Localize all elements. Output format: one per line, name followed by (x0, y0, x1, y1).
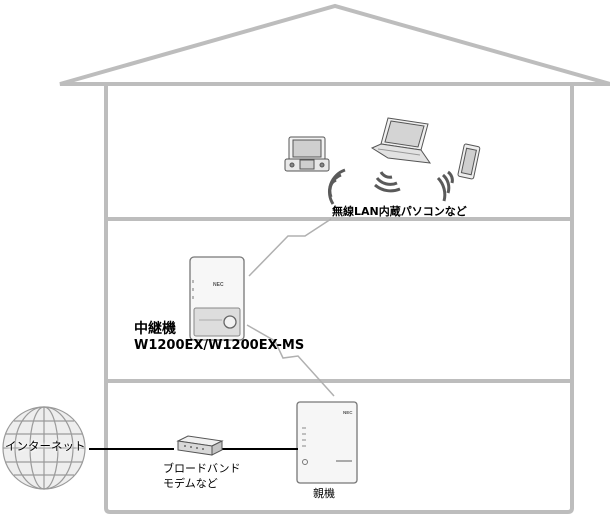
wifi-signal-icon (436, 170, 454, 202)
modem-label-line2: モデムなど (163, 477, 218, 490)
house (59, 3, 610, 514)
router-device-icon: NEC (296, 401, 358, 484)
globe-icon (2, 406, 86, 490)
laptop-icon (370, 117, 432, 164)
repeater-logo: NEC (213, 282, 224, 288)
house-walls (104, 84, 574, 514)
modem-label-line1: ブロードバンド (163, 462, 241, 475)
game-device-icon (284, 136, 330, 172)
router-label: 親機 (313, 487, 335, 500)
wifi-signal-icon (374, 171, 401, 193)
wireless-link-upper (248, 218, 332, 277)
devices-label: 無線LAN内蔵パソコンなど (332, 205, 467, 218)
wireless-link-lower (246, 324, 335, 397)
router-logo: NEC (343, 410, 353, 415)
repeater-title: 中継機 (134, 321, 176, 337)
modem-device-icon (176, 435, 224, 456)
repeater-device-icon: NEC (189, 256, 245, 341)
wifi-signal-icon (328, 168, 346, 205)
roof (59, 3, 610, 86)
smartphone-icon (457, 143, 481, 180)
internet-label: インターネット (5, 439, 86, 453)
repeater-model: W1200EX/W1200EX-MS (134, 338, 305, 353)
